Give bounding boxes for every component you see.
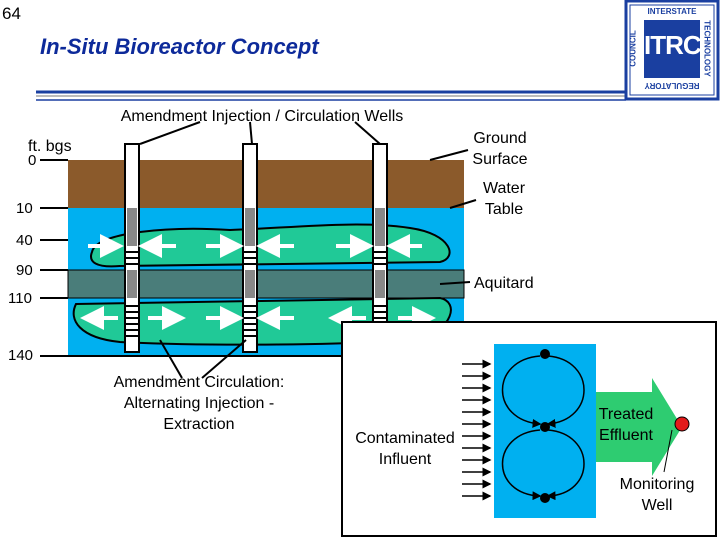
depth-label: 90 <box>16 262 33 279</box>
depth-ticks <box>40 159 68 357</box>
depth-label: 140 <box>8 347 34 364</box>
logo-bottom-text: REGULATORY <box>644 81 700 90</box>
logo-right-text: TECHNOLOGY <box>702 20 712 77</box>
influent-arrows <box>462 359 492 501</box>
contaminated-influent-label: Contaminated Influent <box>355 430 455 468</box>
monitoring-well-dot <box>674 416 690 432</box>
monitoring-well-label: Monitoring Well <box>619 476 695 514</box>
inset-well-middle <box>540 422 550 432</box>
itrc-logo <box>624 0 720 101</box>
logo-block <box>644 20 700 78</box>
page-title: In-Situ Bioreactor Concept <box>40 34 319 59</box>
inset-well-bottom <box>540 493 550 503</box>
depth-unit-label: ft. bgs <box>28 138 72 155</box>
monitoring-pointer <box>663 429 673 473</box>
wells-pointers <box>139 121 477 285</box>
wells-label: Amendment Injection / Circulation Wells <box>120 108 404 125</box>
depth-label: 110 <box>8 290 32 307</box>
depth-label: 0 <box>28 152 37 169</box>
circulation-pointers <box>159 339 247 379</box>
treated-effluent-label: Treated Effluent <box>598 406 654 444</box>
ground-surface-label: Ground Surface <box>472 130 528 168</box>
inset-well-top <box>540 349 550 359</box>
water-table-label: Water Table <box>482 180 526 218</box>
slide-number: 64 <box>2 4 21 23</box>
well-3 <box>372 143 388 353</box>
aquitard-label: Aquitard <box>474 275 534 292</box>
well-1 <box>124 143 140 353</box>
well-2 <box>242 143 258 353</box>
effluent-arrow <box>596 378 682 476</box>
flow-arrows <box>80 234 436 330</box>
depth-label: 10 <box>16 200 33 217</box>
logo-acronym: ITRC <box>644 30 702 60</box>
logo-top-text: INTERSTATE <box>647 7 697 16</box>
amendment-circulation-label: Amendment Circulation: Alternating Injec… <box>113 374 285 433</box>
depth-label: 40 <box>16 232 33 249</box>
circulation-loops <box>501 355 585 501</box>
logo-left-text: COUNCIL <box>628 30 638 67</box>
